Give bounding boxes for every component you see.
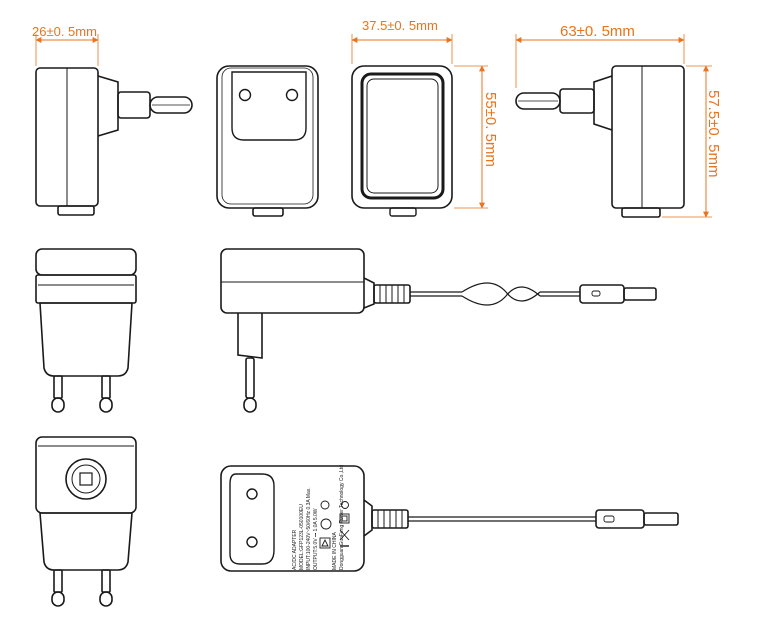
ce-mark-icon: [320, 500, 330, 510]
rear-view-pins: [35, 436, 137, 607]
dimension-depth-label: 26±0. 5mm: [32, 24, 97, 39]
gs-mark-icon: [320, 518, 332, 530]
back-view: [351, 65, 453, 217]
label-line-5: MADE IN CHINA: [332, 532, 338, 570]
front-view-socket: [216, 65, 319, 217]
dimension-width: 37.5±0. 5mm: [351, 18, 453, 64]
dimension-height-label: 55±0. 5mm: [482, 92, 499, 167]
side-view-left: [35, 67, 193, 216]
weee-bin-icon: [339, 529, 350, 541]
dimension-depth: 26±0. 5mm: [32, 24, 99, 66]
double-insulation-icon: [339, 513, 350, 524]
warning-triangle-icon: [321, 538, 329, 547]
label-line-1: AC/DC ADAPTER: [292, 529, 298, 570]
efficiency-mark-icon: [341, 501, 349, 509]
side-view-cable: [220, 248, 657, 413]
side-view-right: [515, 65, 685, 218]
dimension-width-label: 37.5±0. 5mm: [362, 18, 438, 33]
front-view-pins: [35, 248, 137, 413]
label-line-4: OUTPUT:5.0V ⎓ 1.0A 5.0W: [313, 508, 319, 570]
dimension-total-height: 57.5±0. 5mm: [662, 65, 722, 218]
dimension-total-height-label: 57.5±0. 5mm: [705, 90, 722, 177]
rating-label: AC/DC ADAPTER MODEL:GFP123L-050100EU INP…: [292, 465, 345, 570]
label-view: AC/DC ADAPTER MODEL:GFP123L-050100EU INP…: [220, 465, 679, 572]
dimension-total-depth: 63±0. 5mm: [515, 23, 685, 88]
label-line-2: MODEL:GFP123L-050100EU: [299, 504, 305, 570]
dimension-total-depth-label: 63±0. 5mm: [560, 23, 635, 40]
label-line-3: INPUT:100-240V~50/60Hz 0.3A Max.: [306, 487, 312, 570]
certification-mark-icon: [319, 537, 331, 549]
dimension-height: 55±0. 5mm: [454, 65, 499, 209]
